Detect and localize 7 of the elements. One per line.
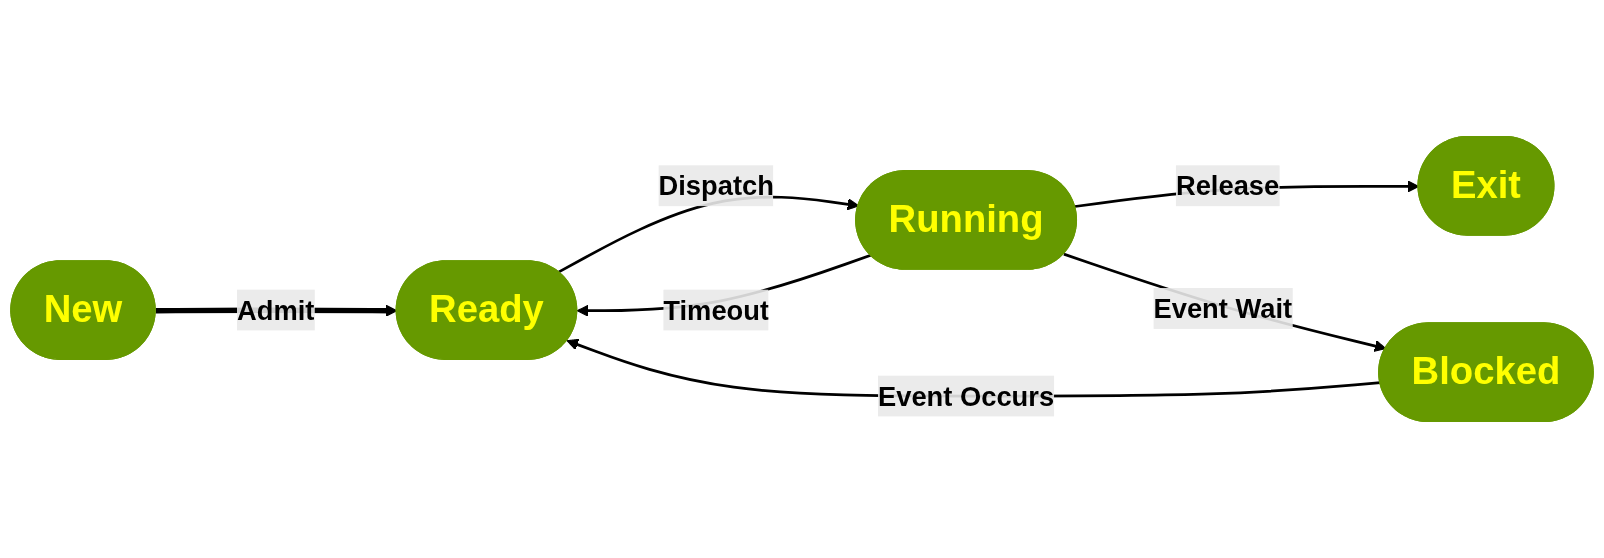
- edge-label: Dispatch: [658, 170, 774, 201]
- edge-label: Event Occurs: [878, 381, 1055, 412]
- edge-label: Event Wait: [1153, 293, 1293, 324]
- arrow: [1063, 252, 1387, 352]
- edge-label: Admit: [236, 295, 315, 326]
- edge-label: Release: [1175, 170, 1280, 201]
- edge-label: Timeout: [663, 295, 770, 326]
